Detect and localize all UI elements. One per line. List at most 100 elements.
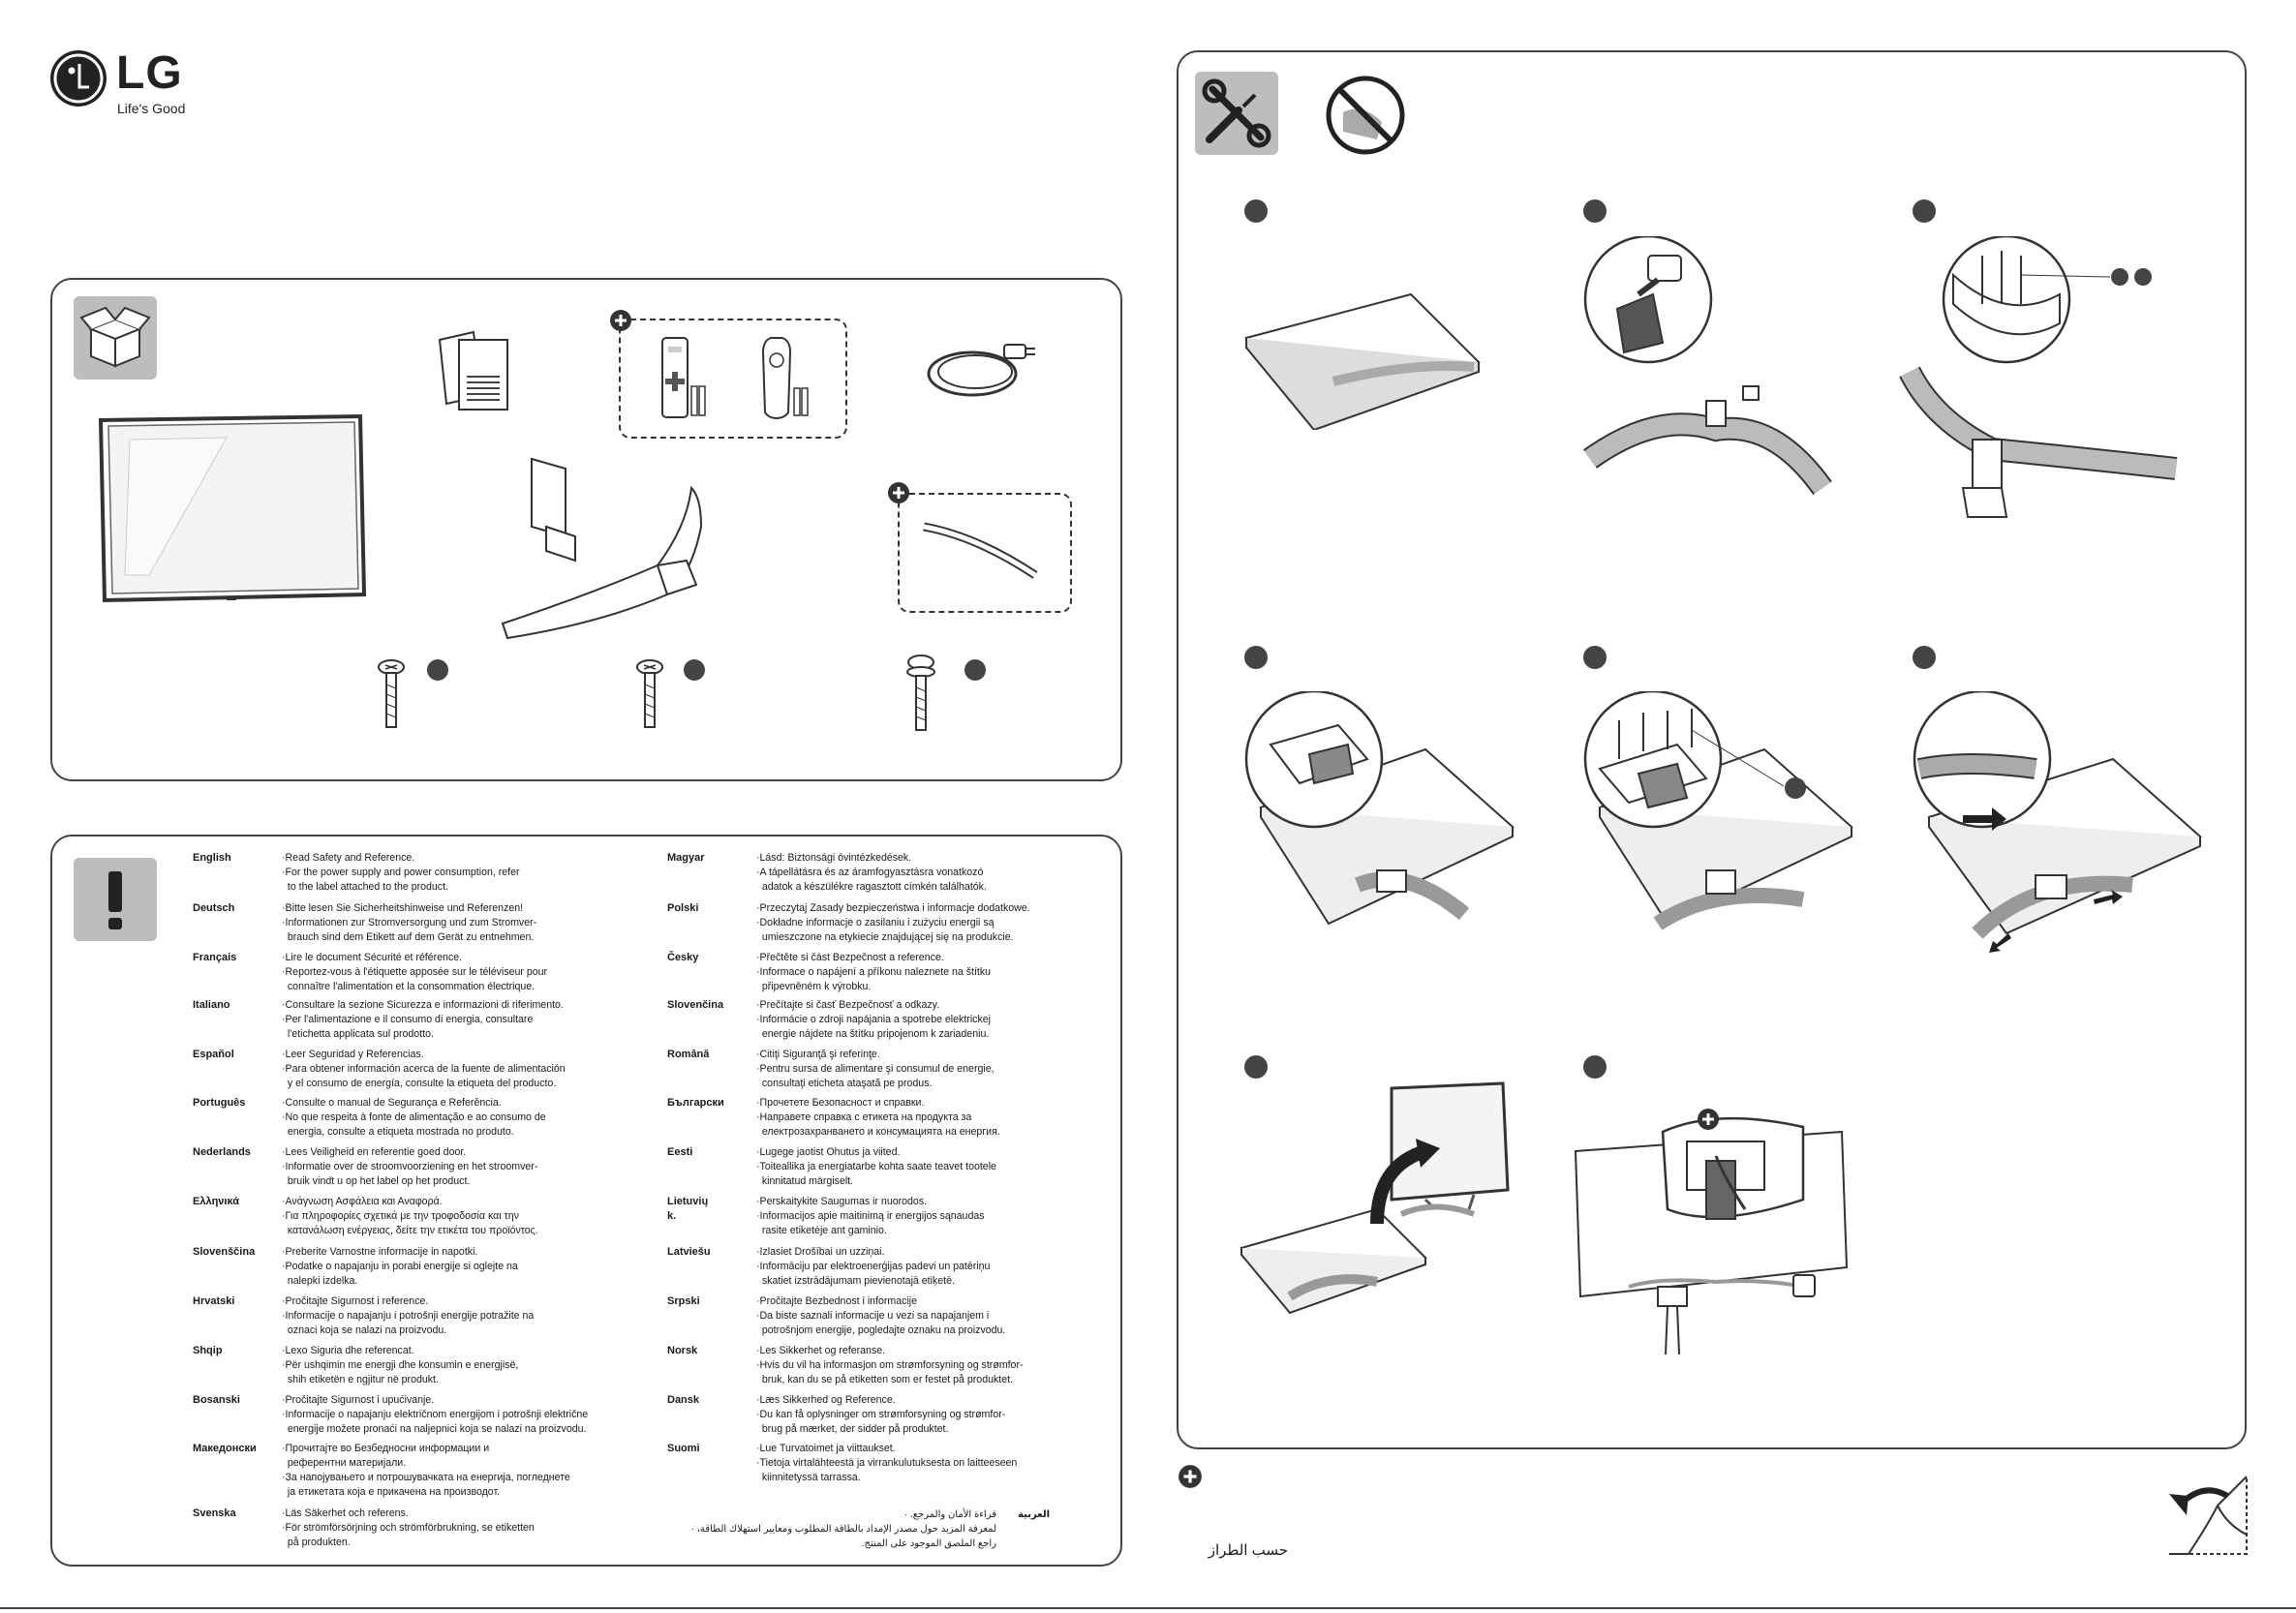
instruction-line: bruk, kan du se på etiketten som er fest… xyxy=(756,1374,1013,1385)
instruction-line: nalepki izdelka. xyxy=(282,1275,358,1287)
language-instructions: ·Ανάγνωση Ασφάλεια και Αναφορά.·Για πληρ… xyxy=(282,1195,659,1238)
step-7-marker xyxy=(1244,1055,1268,1079)
language-instructions: ·Pročitajte Sigurnost i upućivanje.·Info… xyxy=(282,1393,659,1437)
language-instructions: ·Lásd: Biztonsági óvintézkedések.·A tápe… xyxy=(756,851,1134,895)
instruction-line: ·Lire le document Sécurité et référence. xyxy=(282,952,463,963)
language-instructions: ·Izlasiet Drošībai un uzziņai.·Informāci… xyxy=(756,1245,1134,1289)
instruction-line: ·Podatke o napajanju in porabi energije … xyxy=(282,1261,518,1272)
instruction-line: ·Les Sikkerhet og referanse. xyxy=(756,1345,886,1356)
page-turn-icon xyxy=(2169,1476,2248,1555)
language-instructions: قراءة الأمان والمرجع. · لمعرفة المزيد حول… xyxy=(667,1507,996,1551)
language-instructions: ·Прочитајте во Безбедносни информации и … xyxy=(282,1442,659,1500)
instruction-line: umieszczone na etykiecie znajdującej się… xyxy=(756,931,1014,943)
instruction-line: to the label attached to the product. xyxy=(282,881,448,893)
language-instructions: ·Прочетете Безопасност и справки.·Направ… xyxy=(756,1096,1134,1140)
instruction-line: لمعرفة المزيد حول مصدر الإمداد بالطاقة ا… xyxy=(690,1524,996,1535)
instruction-line: potrošnjom energije, pogledajte oznaku n… xyxy=(756,1324,1006,1336)
instruction-line: energie nájdete na štítku pripojenom k z… xyxy=(756,1028,990,1040)
instruction-line: l'etichetta applicata sul prodotto. xyxy=(282,1028,434,1040)
language-name: Lietuvių k. xyxy=(667,1196,709,1222)
instruction-line: ·Přečtěte si část Bezpečnost a reference… xyxy=(756,952,944,963)
language-name: Magyar xyxy=(667,852,705,864)
instruction-line: ·Consulte o manual de Segurança e Referê… xyxy=(282,1097,502,1109)
language-name: Italiano xyxy=(193,999,230,1011)
language-instructions: ·Læs Sikkerhed og Reference.·Du kan få o… xyxy=(756,1393,1134,1437)
instruction-line: ·Lees Veiligheid en referentie goed door… xyxy=(282,1146,467,1158)
instruction-line: ·Perskaitykite Saugumas ir nuorodos. xyxy=(756,1196,928,1207)
language-instructions: ·Consulte o manual de Segurança e Referê… xyxy=(282,1096,659,1140)
instruction-line: ·Pročitajte Sigurnost i upućivanje. xyxy=(282,1394,435,1406)
label-marker xyxy=(427,659,448,681)
language-name: Norsk xyxy=(667,1345,698,1356)
instruction-line: ·För strömförsörjning och strömförbrukni… xyxy=(282,1522,535,1534)
language-instructions: ·Citiţi Siguranţă şi referinţe.·Pentru s… xyxy=(756,1048,1134,1091)
power-cord-icon xyxy=(927,344,1035,397)
instruction-line: κατανάλωση ενέργειας, δείτε την ετικέτα … xyxy=(282,1225,538,1236)
instruction-line: ·За напојувањето и потрошувачката на ене… xyxy=(282,1472,570,1483)
instruction-line: ·Citiţi Siguranţă şi referinţe. xyxy=(756,1049,880,1060)
assembly-steps-panel xyxy=(1177,50,2247,1449)
language-name: Srpski xyxy=(667,1295,700,1307)
instruction-line: bruik vindt u op het label op het produc… xyxy=(282,1175,471,1187)
language-instructions: ·Pročitajte Sigurnost i reference. ·Infor… xyxy=(282,1294,659,1338)
language-instructions: ·Pročitajte Bezbednost i informacije·Da … xyxy=(756,1294,1134,1338)
cable-holder-icon xyxy=(923,522,1038,579)
label-marker xyxy=(964,659,986,681)
brand-name: LG xyxy=(116,47,183,99)
language-name: Македонски xyxy=(193,1443,257,1454)
instruction-line: електрозахранването и консумацията на ен… xyxy=(756,1126,1000,1138)
step-2-marker xyxy=(1583,199,1607,223)
instruction-line: energije možete pronaći na naljepnici ko… xyxy=(282,1423,587,1435)
instruction-line: ·Prečítajte si časť Bezpečnosť a odkazy. xyxy=(756,999,940,1011)
instruction-line: ·Informatie over de stroomvoorziening en… xyxy=(282,1161,538,1172)
instruction-line: ·Hvis du vil ha informasjon om strømfors… xyxy=(756,1359,1024,1371)
language-name: Български xyxy=(667,1097,724,1109)
instruction-line: قراءة الأمان والمرجع. · xyxy=(903,1509,996,1520)
instruction-line: kinnitatud märgiselt. xyxy=(756,1175,854,1187)
step-5-marker xyxy=(1583,646,1607,669)
plus-icon xyxy=(1179,1465,1202,1488)
language-name: Polski xyxy=(667,902,699,914)
instruction-line: ·Informace o napájení a příkonu naleznet… xyxy=(756,966,992,978)
step-2-illustration xyxy=(1583,236,1832,496)
language-name: Česky xyxy=(667,952,699,963)
language-instructions: ·Przeczytaj Zasady bezpieczeństwa i info… xyxy=(756,901,1134,945)
instruction-line: ·Прочетете Безопасност и справки. xyxy=(756,1097,925,1109)
instruction-line: ·Preberite Varnostne informacije in napo… xyxy=(282,1246,478,1258)
instruction-line: ·Pročitajte Sigurnost i reference. xyxy=(282,1295,429,1307)
language-name: Deutsch xyxy=(193,902,235,914)
language-name: Português xyxy=(193,1097,246,1109)
language-instructions: ·Prečítajte si časť Bezpečnosť a odkazy.… xyxy=(756,998,1134,1042)
language-name: Eesti xyxy=(667,1146,693,1158)
language-instructions: ·Consultare la sezione Sicurezza e infor… xyxy=(282,998,659,1042)
instruction-line: brauch sind dem Etikett auf dem Gerät zu… xyxy=(282,931,535,943)
instruction-line: ·Pročitajte Bezbednost i informacije xyxy=(756,1295,918,1307)
instruction-line: ·Consultare la sezione Sicurezza e infor… xyxy=(282,999,564,1011)
instruction-line: ·Informacije o napajanju i potrošnji ene… xyxy=(282,1310,535,1322)
box-contents-panel xyxy=(50,278,1122,781)
language-instructions: ·Přečtěte si část Bezpečnost a reference… xyxy=(756,951,1134,994)
label-marker xyxy=(684,659,705,681)
magic-remote-icon xyxy=(761,337,809,420)
step-8-illustration xyxy=(1574,1116,1849,1355)
instruction-line: oznaci koja se nalazi na proizvodu. xyxy=(282,1324,447,1336)
screw-icon xyxy=(378,659,405,728)
instruction-line: skatiet izstrādājumam pievienotajā etiķe… xyxy=(756,1275,955,1287)
screw-icon xyxy=(636,659,663,728)
instruction-line: ·Toiteallika ja energiatarbe kohta saate… xyxy=(756,1161,996,1172)
step-3-illustration xyxy=(1899,236,2178,518)
instruction-line: connaître l'alimentation et la consommat… xyxy=(282,981,536,992)
instruction-line: ·Për ushqimin me energji dhe konsumin e … xyxy=(282,1359,519,1371)
language-instructions: ·Läs Säkerhet och referens.·För strömför… xyxy=(282,1506,659,1550)
instruction-line: ·Leer Seguridad y Referencias. xyxy=(282,1049,424,1060)
step-8-marker xyxy=(1583,1055,1607,1079)
language-name: Dansk xyxy=(667,1394,700,1406)
instruction-line: rasite etiketėje ant gaminio. xyxy=(756,1225,887,1236)
step-7-illustration xyxy=(1240,1081,1510,1315)
language-name: العربية xyxy=(1018,1509,1050,1520)
language-instructions: ·Leer Seguridad y Referencias.·Para obte… xyxy=(282,1048,659,1091)
instruction-line: ·Read Safety and Reference. xyxy=(282,852,415,864)
step-6-illustration xyxy=(1913,691,2202,953)
instruction-line: på produkten. xyxy=(282,1537,351,1548)
instruction-line: ·No que respeita à fonte de alimentação … xyxy=(282,1111,546,1123)
